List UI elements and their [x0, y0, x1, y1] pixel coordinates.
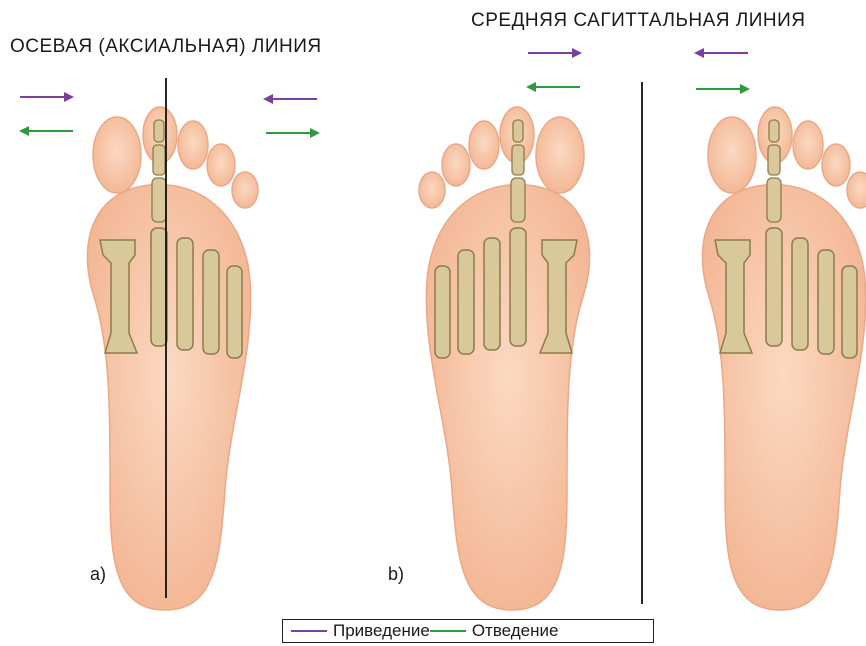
mid-sagittal-line-title: СРЕДНЯЯ САГИТТАЛЬНАЯ ЛИНИЯ	[471, 10, 806, 32]
panel-b-right-foot	[419, 107, 590, 610]
legend: Приведение Отведение	[282, 619, 654, 643]
abduction-swatch	[430, 630, 466, 632]
panel-b-left-foot	[702, 107, 866, 610]
axial-line-title: ОСЕВАЯ (АКСИАЛЬНАЯ) ЛИНИЯ	[10, 36, 322, 58]
adduction-swatch	[291, 630, 327, 632]
panel-a-label: a)	[90, 564, 106, 585]
legend-adduction-label: Приведение	[333, 621, 430, 641]
panel-a-foot	[87, 107, 258, 610]
legend-abduction-label: Отведение	[472, 621, 559, 641]
panel-b-label: b)	[388, 564, 404, 585]
